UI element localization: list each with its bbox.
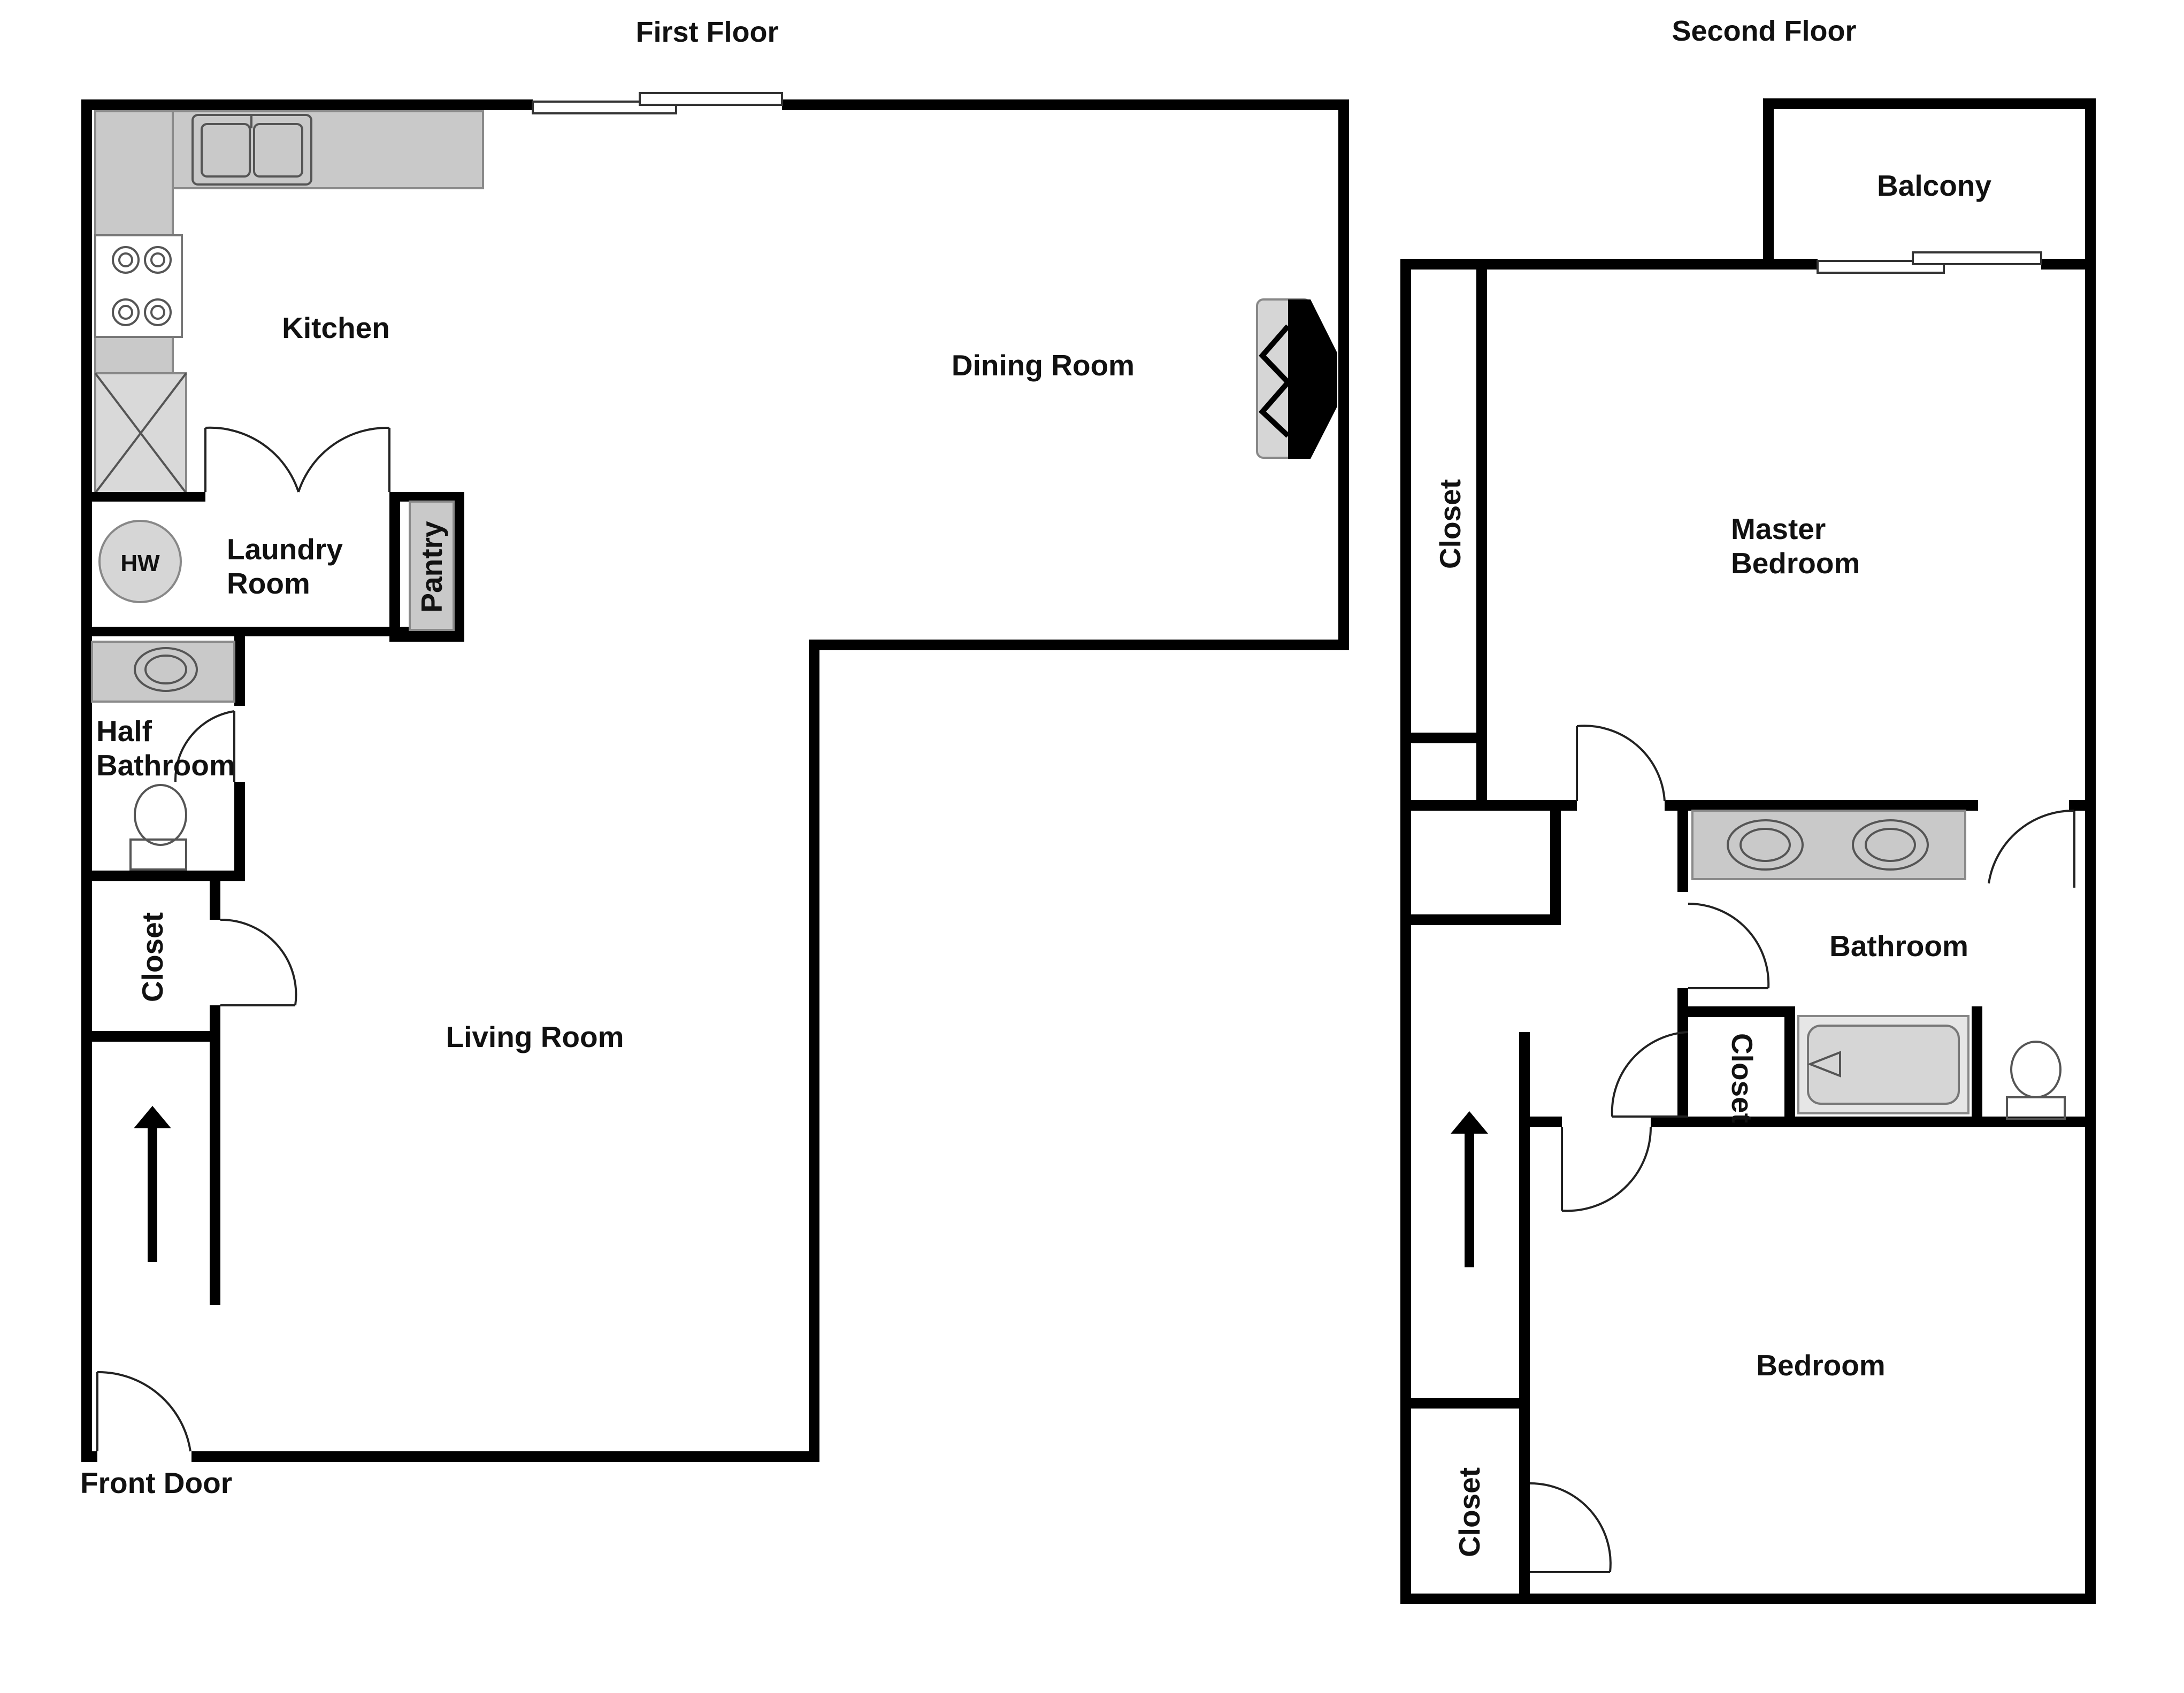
hall-closet-door bbox=[1611, 1031, 1689, 1118]
laundry-double-door bbox=[204, 426, 390, 492]
fireplace-icon bbox=[1256, 298, 1337, 459]
pantry-shelf bbox=[409, 501, 455, 631]
half-bath-door bbox=[174, 710, 235, 782]
master-bath-door bbox=[1988, 809, 2075, 888]
bathroom-label: Bathroom bbox=[1829, 929, 1968, 963]
half-bath-label-line1: Half bbox=[96, 714, 152, 748]
bathroom-door bbox=[1688, 902, 1770, 989]
sliding-door bbox=[1817, 251, 2042, 274]
balcony-label: Balcony bbox=[1877, 169, 1991, 202]
stove-icon bbox=[94, 234, 183, 338]
sink-icon bbox=[191, 114, 312, 186]
vanity bbox=[91, 641, 235, 703]
master-bedroom-label-line1: Master bbox=[1731, 512, 1826, 545]
dining-room-label: Dining Room bbox=[952, 349, 1135, 382]
master-bedroom-label-line2: Bedroom bbox=[1731, 547, 1860, 580]
stairs-arrow-icon bbox=[134, 1106, 171, 1262]
sliding-door bbox=[532, 92, 783, 114]
water-heater-label: HW bbox=[120, 550, 160, 576]
master-bedroom-door bbox=[1576, 725, 1666, 802]
refrigerator-icon bbox=[94, 372, 187, 494]
first-floor: First Floor bbox=[80, 16, 1349, 1499]
first-floor-title: First Floor bbox=[636, 16, 779, 48]
sink-icon bbox=[1727, 819, 1804, 871]
bedroom-closet-door bbox=[1529, 1482, 1612, 1573]
bedroom-closet-label: Closet bbox=[1453, 1467, 1486, 1557]
laundry-label-line1: Laundry bbox=[227, 533, 343, 566]
stairs-arrow-icon bbox=[1451, 1111, 1488, 1267]
closet-door bbox=[220, 918, 297, 1006]
closet-label: Closet bbox=[136, 912, 169, 1002]
hall-closet-label: Closet bbox=[1726, 1033, 1759, 1123]
water-heater-icon: HW bbox=[98, 520, 182, 603]
master-closet-label: Closet bbox=[1434, 479, 1467, 569]
front-door[interactable] bbox=[96, 1371, 191, 1452]
half-bath-label-line2: Bathroom bbox=[96, 749, 235, 782]
bedroom-door bbox=[1561, 1127, 1652, 1212]
sink-icon bbox=[134, 647, 198, 692]
laundry-label-line2: Room bbox=[227, 567, 310, 600]
toilet-icon bbox=[2006, 1041, 2066, 1120]
pantry-label: Pantry bbox=[415, 521, 448, 613]
living-room-label: Living Room bbox=[446, 1020, 624, 1053]
sink-icon bbox=[1852, 819, 1929, 871]
second-floor-title: Second Floor bbox=[1672, 15, 1856, 47]
vanity bbox=[1691, 810, 1966, 880]
bedroom-label: Bedroom bbox=[1756, 1349, 1885, 1382]
kitchen-label: Kitchen bbox=[282, 311, 390, 344]
front-door-label: Front Door bbox=[80, 1466, 232, 1499]
toilet-icon bbox=[129, 784, 187, 871]
second-floor: Second Floor bbox=[1400, 15, 2096, 1604]
bathtub-icon bbox=[1797, 1015, 1970, 1114]
